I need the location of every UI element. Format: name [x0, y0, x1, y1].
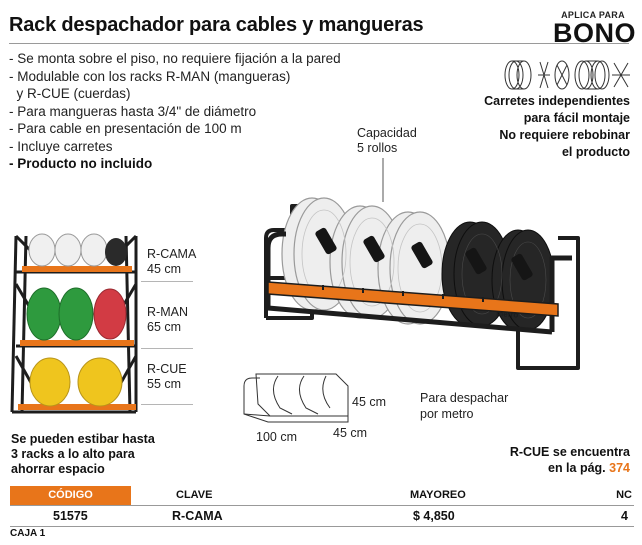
feature-item: y R-CUE (cuerdas): [9, 86, 131, 101]
table-row: 51575 R-CAMA $ 4,850 4: [10, 506, 634, 527]
badge-line-2: BONO: [553, 18, 636, 48]
title-divider: [9, 43, 629, 44]
tier-name: R-MAN: [147, 305, 188, 319]
stack-note: Se pueden estibar hasta 3 racks a lo alt…: [11, 432, 155, 477]
tier-divider: [141, 281, 193, 282]
rcue-note: R-CUE se encuentra en la pág. 374: [510, 444, 630, 476]
feature-item-not-included: - Producto no incluido: [9, 156, 153, 171]
tier-size: 45 cm: [147, 262, 182, 276]
page-reference-link[interactable]: 374: [609, 461, 630, 475]
feature-list: - Se monta sobre el piso, no requiere fi…: [9, 50, 341, 173]
rcue-note-line-2: en la pág.: [548, 461, 610, 475]
feature-item: - Incluye carretes: [9, 138, 113, 154]
rack-brand-text: metro: [496, 309, 519, 320]
rcue-note-line-1: R-CUE se encuentra: [509, 445, 630, 459]
cell-clave: R-CAMA: [172, 509, 223, 523]
box-quantity-label: CAJA 1: [10, 528, 46, 539]
tier-name: R-CAMA: [147, 247, 197, 261]
header-nc: NC: [616, 489, 632, 501]
dispatch-label: Para despachar: [420, 391, 509, 405]
header-clave: CLAVE: [176, 489, 213, 501]
tier-name: R-CUE: [147, 362, 187, 376]
feature-item: - Modulable con los racks R-MAN (manguer…: [9, 68, 291, 84]
badge-line-1: APLICA PARA: [561, 10, 625, 20]
cell-nc: 4: [621, 509, 628, 523]
cell-codigo: 51575: [53, 509, 88, 523]
tier-size: 65 cm: [147, 320, 182, 334]
dimensions-wireframe-icon: [243, 373, 349, 423]
capacity-label: Capacidad: [357, 126, 417, 140]
main-rack-image: metro: [264, 158, 580, 370]
feature-item: - Se monta sobre el piso, no requiere fi…: [9, 51, 341, 66]
stacked-racks-image: [10, 233, 138, 414]
reels-caption-line: para fácil montaje: [523, 111, 630, 125]
dispatch-label-2: por metro: [420, 407, 474, 421]
reels-caption-line: No requiere rebobinar: [499, 128, 630, 142]
header-mayoreo: MAYOREO: [410, 489, 466, 501]
dimension-depth: 45 cm: [333, 426, 368, 440]
tier-size: 55 cm: [147, 377, 182, 391]
stack-note-line: Se pueden estibar hasta: [11, 432, 155, 446]
tier-divider: [141, 348, 193, 349]
tier-divider: [141, 404, 193, 405]
stack-note-line: 3 racks a lo alto para: [11, 447, 135, 461]
stack-note-line: ahorrar espacio: [11, 462, 105, 476]
reels-caption: Carretes independientes para fácil monta…: [484, 93, 630, 161]
capacity-value: 5 rollos: [357, 141, 398, 155]
reel-parts-icon: [504, 60, 630, 90]
product-table: CÓDIGO CLAVE MAYOREO NC 51575 R-CAMA $ 4…: [10, 486, 634, 527]
dimension-height: 45 cm: [352, 395, 387, 409]
dimension-length: 100 cm: [256, 430, 297, 444]
table-header: CÓDIGO CLAVE MAYOREO NC: [10, 486, 634, 506]
feature-item: - Para mangueras hasta 3/4" de diámetro: [9, 103, 257, 119]
header-codigo: CÓDIGO: [10, 486, 131, 505]
cell-mayoreo: $ 4,850: [413, 509, 455, 523]
feature-item: - Para cable en presentación de 100 m: [9, 121, 242, 136]
bono-badge: APLICA PARA BONO: [553, 10, 636, 48]
page-title: Rack despachador para cables y mangueras: [9, 14, 424, 36]
reels-caption-line: el producto: [561, 145, 630, 159]
reels-caption-line: Carretes independientes: [484, 94, 630, 108]
